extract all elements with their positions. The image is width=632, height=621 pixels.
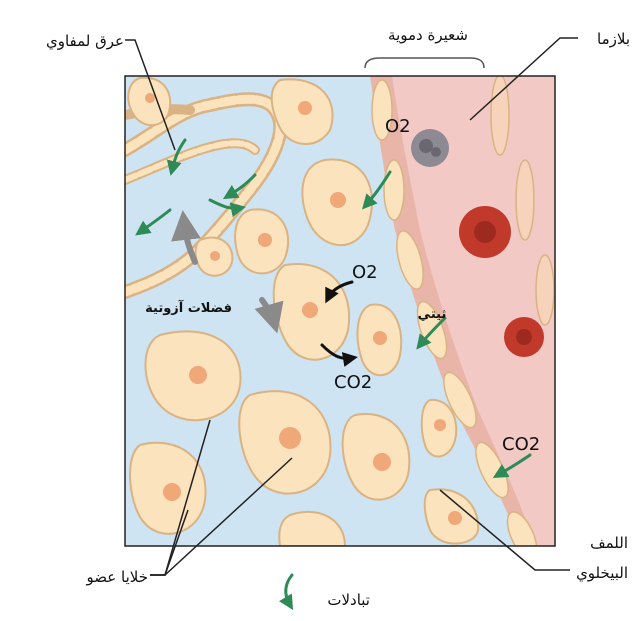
co2-label-capillary: CO2 [502, 434, 540, 455]
red-blood-cell [459, 206, 511, 258]
organ-cells-label: خلايا عضو [86, 568, 148, 586]
leukocyte-label: ثيتي [418, 307, 447, 322]
capillary-bracket [365, 58, 484, 68]
plasma-label: بلازما [597, 30, 630, 48]
co2-label-cell: CO2 [334, 372, 372, 393]
red-blood-cell [504, 317, 544, 357]
lymph-label: اللمف [590, 534, 628, 552]
interstitial-fluid-label: البيخلوي [576, 564, 628, 583]
o2-label-cell: O2 [352, 262, 378, 283]
exchange-legend-icon [286, 575, 292, 605]
lymphatic-vessel-label: عرق لمفاوي [46, 32, 124, 51]
nitrogenous-waste-label: فضلات آزوتية [145, 299, 232, 316]
white-blood-cell [411, 129, 449, 167]
exchange-legend-label: تبادلات [327, 591, 370, 609]
o2-label-capillary: O2 [385, 116, 411, 137]
blood-capillary-label: شعيرة دموية [388, 26, 468, 44]
exchange-legend: تبادلات [286, 575, 370, 609]
